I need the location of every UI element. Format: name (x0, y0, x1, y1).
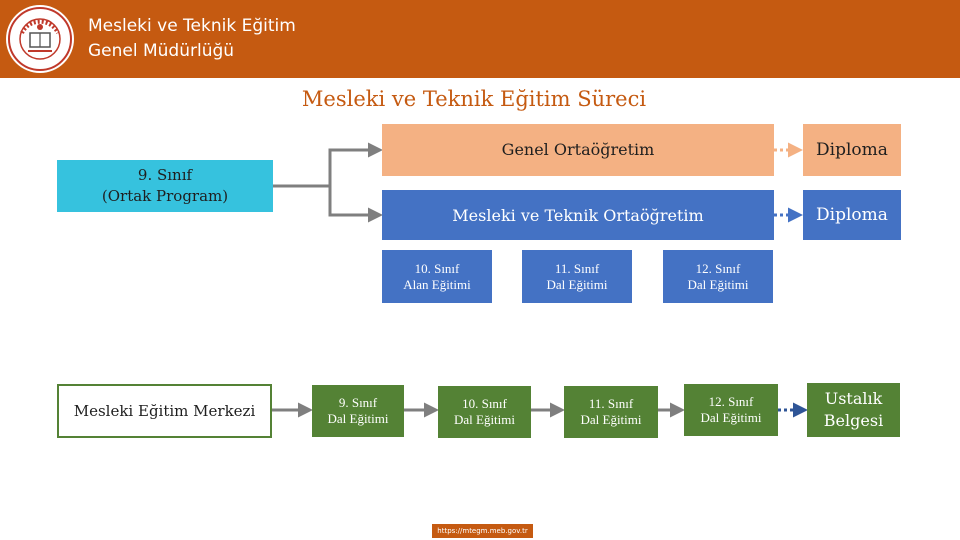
step-grade-label: 12. Sınıf (708, 394, 754, 409)
step-grade-label: 10. Sınıf (462, 396, 507, 411)
general-diploma-label: Diploma (816, 140, 888, 160)
page-title: Mesleki ve Teknik Eğitim Süreci (301, 87, 647, 111)
org-name-line1: Mesleki ve Teknik Eğitim (88, 16, 296, 36)
step-grade-label: 10. Sınıf (414, 260, 460, 276)
mem-step-grade10: 10. Sınıf Dal Eğitimi (438, 386, 531, 438)
meb-seal-icon (6, 5, 74, 73)
step-grade-label: 12. Sınıf (695, 260, 741, 276)
header-bar: Mesleki ve Teknik Eğitim Genel Müdürlüğü (0, 0, 960, 78)
vocational-diploma-box: Diploma (803, 190, 901, 240)
step-training-label: Dal Eğitimi (700, 410, 762, 425)
step-training-label: Dal Eğitimi (580, 412, 642, 427)
step-grade-label: 11. Sınıf (588, 396, 634, 411)
org-name-line2: Genel Müdürlüğü (88, 41, 235, 61)
step-training-label: Dal Eğitimi (453, 412, 516, 427)
vocational-training-center-label: Mesleki Eğitim Merkezi (73, 402, 256, 420)
general-secondary-box: Genel Ortaöğretim (382, 124, 774, 176)
grade9-common-program-box: 9. Sınıf (Ortak Program) (57, 160, 273, 212)
mastery-certificate-box: Ustalık Belgesi (807, 383, 900, 437)
step-training-label: Dal Eğitimi (546, 276, 608, 292)
mte-step-grade10: 10. Sınıf Alan Eğitimi (382, 250, 492, 303)
vocational-training-center-box: Mesleki Eğitim Merkezi (57, 384, 272, 438)
step-training-label: Dal Eğitimi (687, 276, 749, 292)
vocational-diploma-label: Diploma (816, 205, 888, 225)
grade9-label: 9. Sınıf (137, 166, 193, 184)
step-training-label: Alan Eğitimi (403, 276, 471, 292)
common-program-label: (Ortak Program) (101, 187, 229, 205)
general-diploma-box: Diploma (803, 124, 901, 176)
step-grade-label: 9. Sınıf (338, 395, 378, 410)
step-grade-label: 11. Sınıf (554, 260, 600, 276)
mte-step-grade12: 12. Sınıf Dal Eğitimi (663, 250, 773, 303)
mem-step-grade12: 12. Sınıf Dal Eğitimi (684, 384, 778, 436)
step-training-label: Dal Eğitimi (327, 411, 389, 426)
certificate-label: Belgesi (823, 411, 884, 430)
vocational-secondary-label: Mesleki ve Teknik Ortaöğretim (452, 205, 704, 225)
general-secondary-label: Genel Ortaöğretim (501, 140, 655, 159)
mte-step-grade11: 11. Sınıf Dal Eğitimi (522, 250, 632, 303)
vocational-secondary-box: Mesleki ve Teknik Ortaöğretim (382, 190, 774, 240)
footer-url-link[interactable]: https://mtegm.meb.gov.tr (432, 524, 533, 538)
mem-step-grade11: 11. Sınıf Dal Eğitimi (564, 386, 658, 438)
mem-step-grade9: 9. Sınıf Dal Eğitimi (312, 385, 404, 437)
mastery-label: Ustalık (824, 389, 883, 408)
